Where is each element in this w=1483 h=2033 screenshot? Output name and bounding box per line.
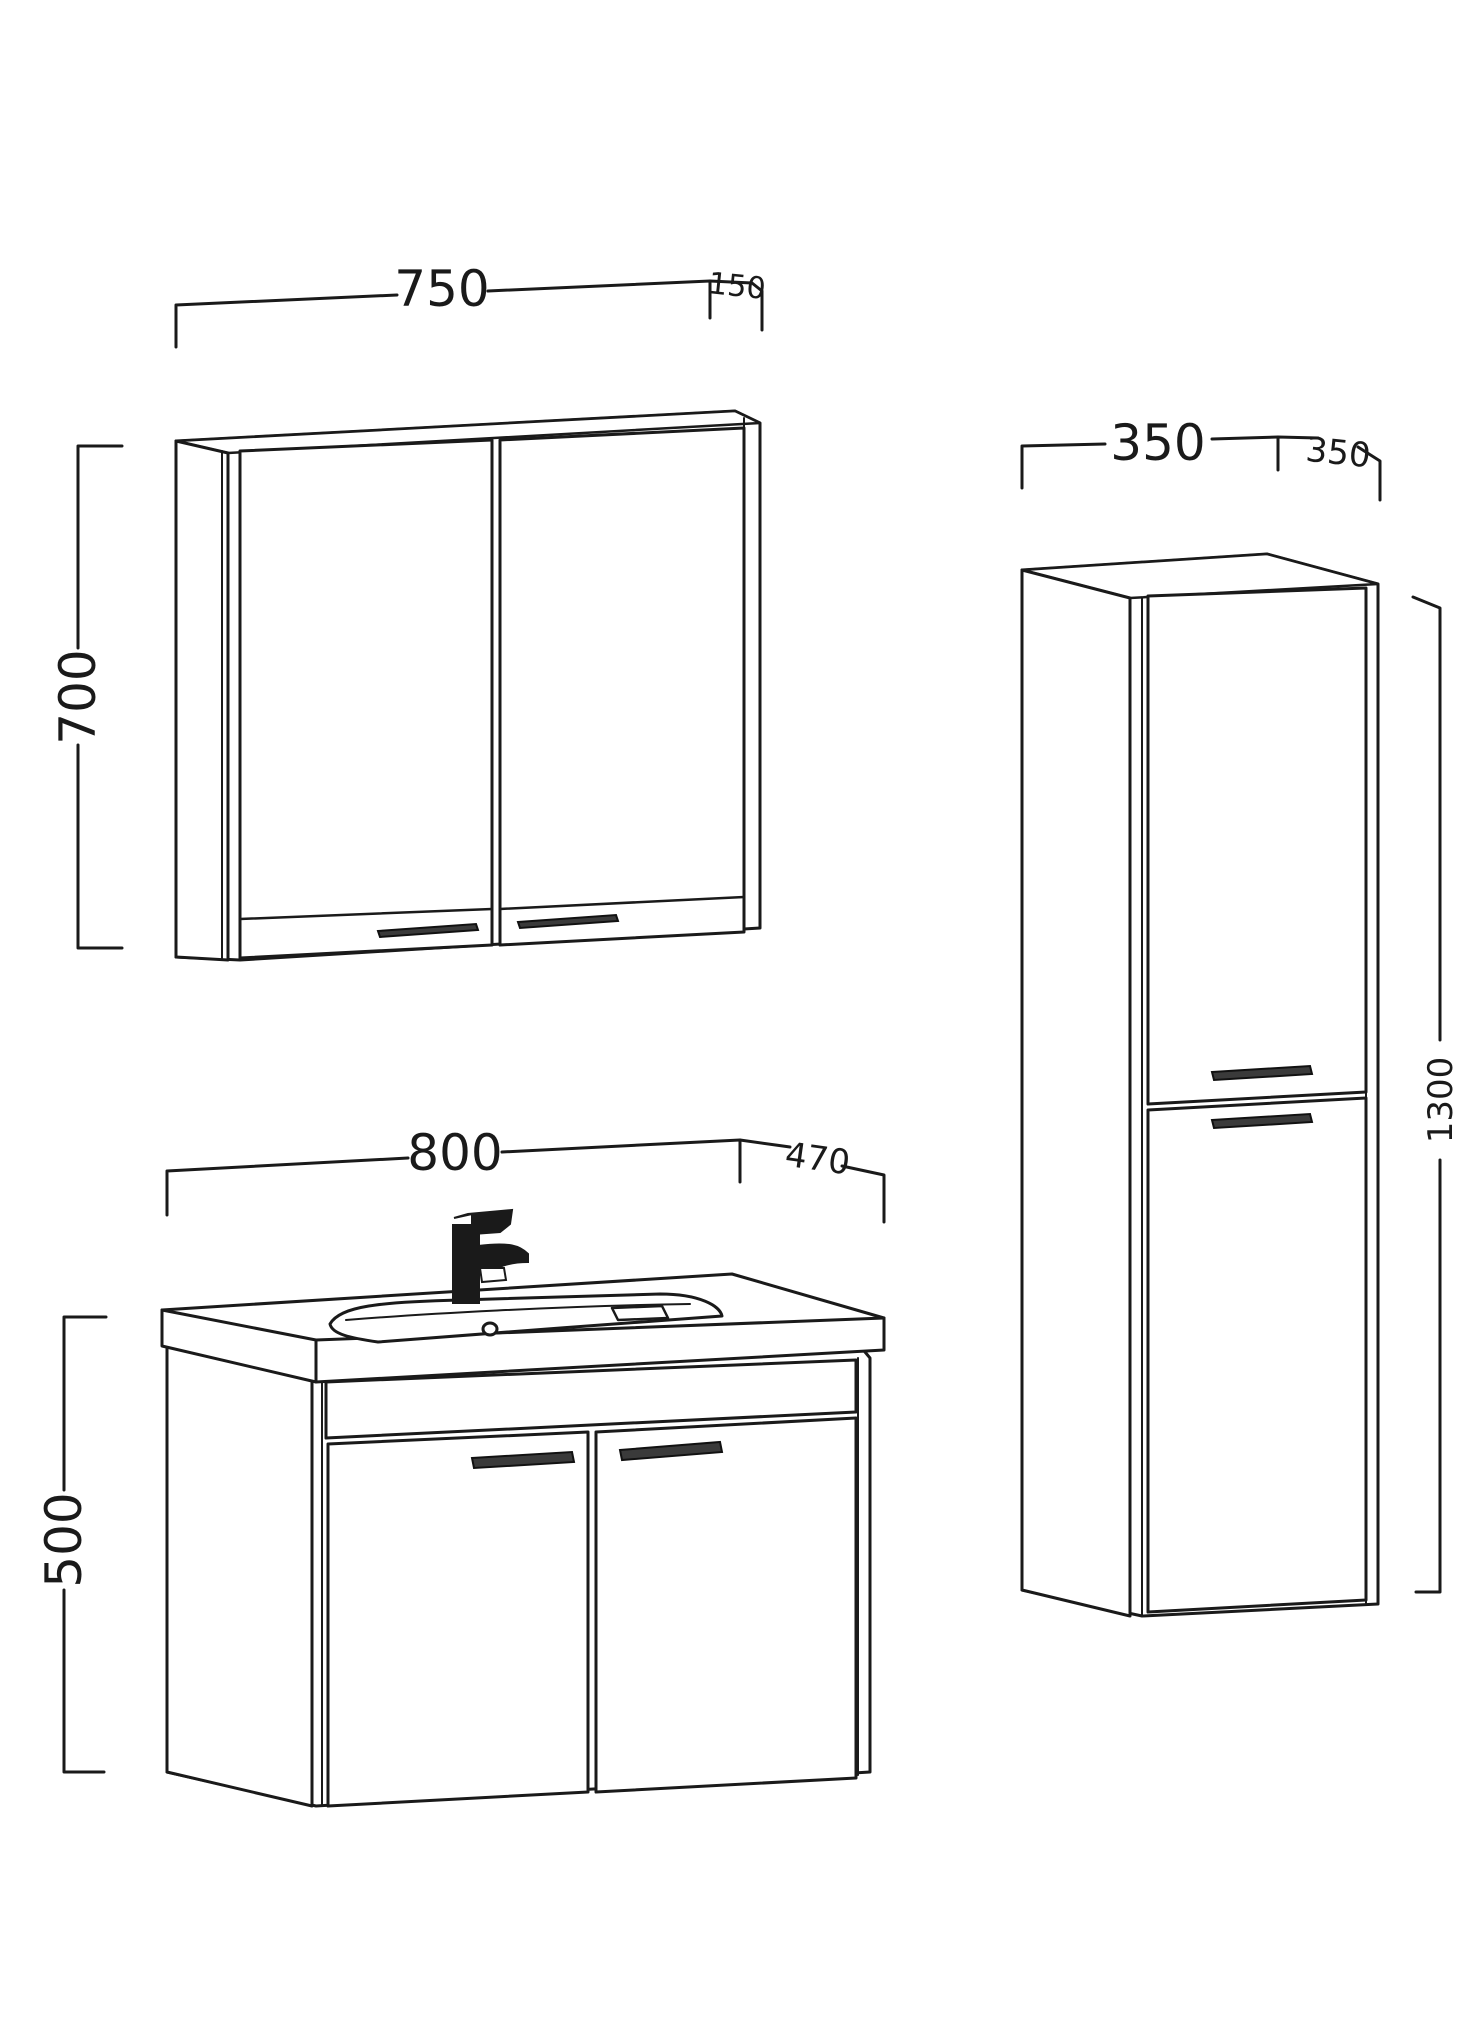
vanity-depth-label: 470: [783, 1135, 853, 1184]
mirror-depth-label: 150: [707, 266, 768, 307]
mirror-cabinet: 750 150 700: [49, 260, 768, 962]
mirror-width-dimension: 750 150: [174, 260, 768, 349]
mirror-width-label: 750: [394, 260, 489, 318]
vanity-unit: 800 470 500: [35, 1124, 886, 1808]
tall-height-label: 1300: [1421, 1057, 1461, 1144]
tall-width-label: 350: [1110, 414, 1205, 472]
tall-height-dimension: 1300: [1411, 595, 1461, 1594]
vanity-right-handle: [618, 1440, 724, 1462]
tall-depth-label: 350: [1304, 430, 1373, 477]
mirror-height-dimension: 700: [49, 444, 124, 950]
tall-width-dimension: 350 350: [1020, 414, 1382, 502]
mirror-left-handle: [376, 922, 480, 939]
mirror-right-handle: [516, 913, 620, 930]
tall-lower-handle: [1210, 1112, 1314, 1130]
tall-cabinet: 350 350 1300: [1020, 414, 1461, 1618]
mirror-height-label: 700: [49, 649, 107, 744]
faucet-icon: [452, 1208, 529, 1304]
vanity-width-label: 800: [407, 1124, 502, 1182]
basin-drain-icon: [481, 1321, 499, 1337]
tall-upper-handle: [1210, 1064, 1314, 1082]
vanity-left-handle: [470, 1450, 576, 1470]
vanity-height-label: 500: [35, 1492, 93, 1587]
vanity-height-dimension: 500: [35, 1315, 108, 1774]
basin-overflow-icon: [610, 1304, 670, 1322]
vanity-width-dimension: 800 470: [165, 1124, 886, 1224]
